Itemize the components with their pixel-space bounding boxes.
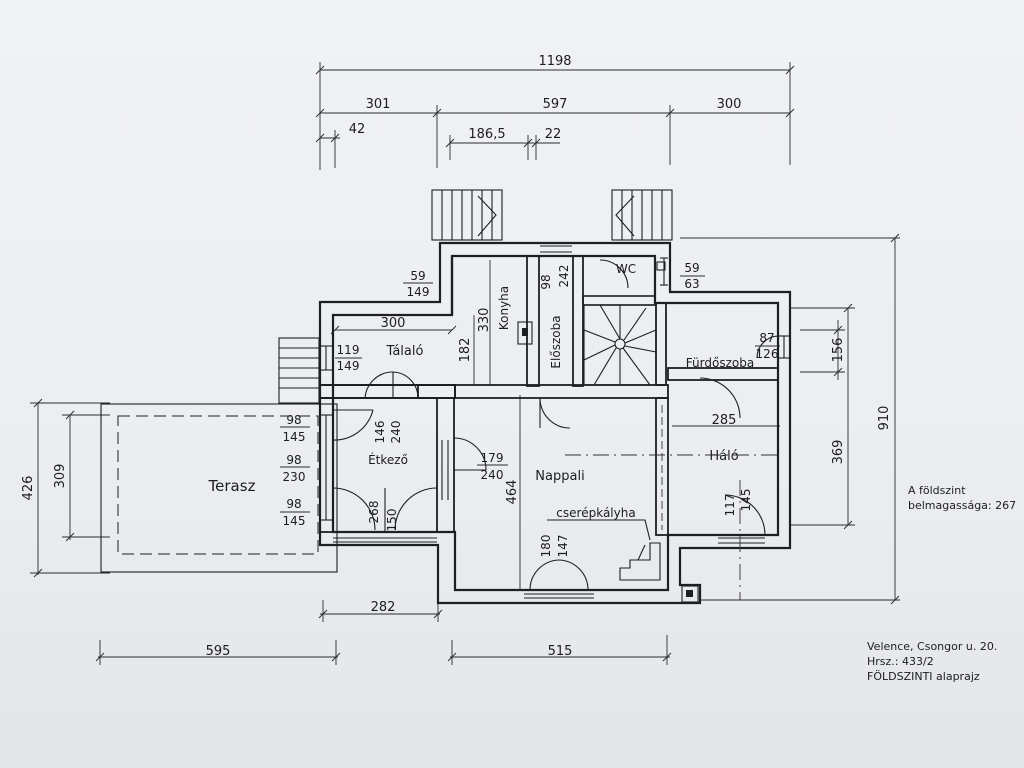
opening-9-width: 146 <box>373 421 387 444</box>
height-note-line1: A földszint <box>908 484 966 497</box>
dim-330: 330 <box>477 308 492 333</box>
dim-1198: 1198 <box>538 54 571 69</box>
opening-4-height: 126 <box>756 347 779 361</box>
dim-369: 369 <box>831 440 846 465</box>
spiral-stair <box>583 304 657 386</box>
dim-597: 597 <box>543 97 568 112</box>
opening-10-height: 240 <box>481 468 504 482</box>
fraction-bars <box>280 275 780 513</box>
dim-309: 309 <box>53 464 68 489</box>
address-line: Velence, Csongor u. 20. <box>867 640 998 653</box>
dim-595: 595 <box>206 644 231 659</box>
hrsz-line: Hrsz.: 433/2 <box>867 655 934 668</box>
dim-301: 301 <box>366 97 391 112</box>
opening-11-height: 150 <box>385 509 399 532</box>
room-nappali: Nappali <box>535 469 584 484</box>
top-stairs <box>431 189 673 241</box>
opening-8-height: 145 <box>283 514 306 528</box>
opening-7-height: 230 <box>283 470 306 484</box>
label-cserepkalyha: cserépkályha <box>556 506 635 520</box>
dim-300-top: 300 <box>717 97 742 112</box>
dim-42: 42 <box>349 122 366 137</box>
opening-11-width: 268 <box>367 501 381 524</box>
opening-2-width: 98 <box>539 274 553 289</box>
windows <box>320 245 790 599</box>
height-note-line2: belmagassága: 267 <box>908 499 1017 512</box>
plan-title: FÖLDSZINTI alaprajz <box>867 670 980 683</box>
room-halo: Háló <box>709 449 738 464</box>
opening-7-width: 98 <box>286 453 301 467</box>
room-labels: Terasz Tálaló Konyha Előszoba WC Fürdősz… <box>208 262 755 520</box>
left-stairs <box>278 337 320 404</box>
opening-12-width: 180 <box>539 535 553 558</box>
opening-1-width: 59 <box>410 269 425 283</box>
dim-464: 464 <box>505 480 520 505</box>
dimension-labels: 1198 301 597 300 42 186,5 22 910 156 369… <box>21 54 892 659</box>
room-konyha: Konyha <box>497 286 511 330</box>
dim-285: 285 <box>712 413 737 428</box>
axis-lines <box>565 405 780 600</box>
opening-12-height: 147 <box>556 535 570 558</box>
opening-13-width: 117 <box>723 494 737 517</box>
dim-300-inner: 300 <box>381 316 406 331</box>
opening-5-width: 119 <box>337 343 360 357</box>
opening-1-height: 149 <box>407 285 430 299</box>
opening-8-width: 98 <box>286 497 301 511</box>
opening-6-height: 145 <box>283 430 306 444</box>
dim-182: 182 <box>458 338 473 363</box>
tile-stove <box>517 261 699 603</box>
opening-10-width: 179 <box>481 451 504 465</box>
door-swings <box>332 259 780 591</box>
room-etkezo: Étkező <box>368 452 408 467</box>
room-terasz: Terasz <box>208 477 256 495</box>
dim-282: 282 <box>371 600 396 615</box>
dim-156: 156 <box>831 338 846 363</box>
room-wc: WC <box>616 262 636 276</box>
opening-3-width: 59 <box>684 261 699 275</box>
dim-426: 426 <box>21 476 36 501</box>
opening-2-height: 242 <box>557 265 571 288</box>
dim-186-5: 186,5 <box>468 127 505 142</box>
room-eloszoba: Előszoba <box>549 315 563 368</box>
opening-13-height: 145 <box>739 489 753 512</box>
dim-515: 515 <box>548 644 573 659</box>
dimension-lines <box>30 62 900 665</box>
opening-9-height: 240 <box>389 421 403 444</box>
inner-walls <box>319 255 779 536</box>
opening-labels: 59 149 98 242 59 63 87 126 119 149 98 14… <box>283 261 779 557</box>
dim-22: 22 <box>545 127 562 142</box>
opening-4-width: 87 <box>759 331 774 345</box>
opening-5-height: 149 <box>337 359 360 373</box>
room-furdoszoba: Fürdőszoba <box>686 356 754 370</box>
opening-3-height: 63 <box>684 277 699 291</box>
dim-910: 910 <box>877 406 892 431</box>
opening-6-width: 98 <box>286 413 301 427</box>
room-talalo: Tálaló <box>386 344 424 359</box>
